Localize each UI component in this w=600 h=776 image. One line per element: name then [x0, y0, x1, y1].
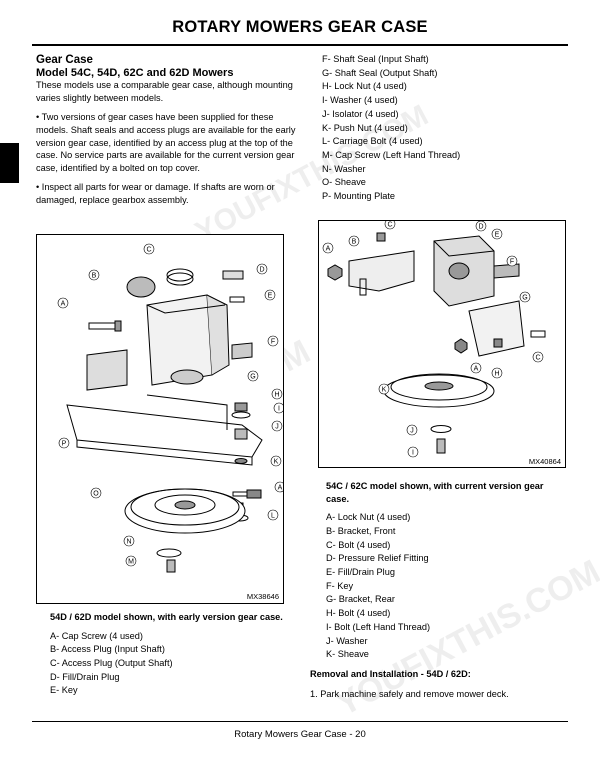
figure-id: MX40864 — [528, 457, 561, 466]
parts-list-item: B- Bracket, Front — [326, 525, 396, 536]
parts-list-item: G- Shaft Seal (Output Shaft) — [322, 67, 438, 78]
callout-g: G — [522, 295, 527, 302]
page-footer: Rotary Mowers Gear Case - 20 — [234, 729, 366, 740]
parts-list-item: A- Lock Nut (4 used) — [326, 512, 411, 523]
parts-list-item: E- Fill/Drain Plug — [326, 567, 395, 577]
bullet-item: • Two versions of gear cases have been s… — [36, 112, 296, 173]
parts-list-item: C- Access Plug (Output Shaft) — [50, 658, 173, 668]
callout-j: J — [410, 428, 414, 435]
right-parts-top: F- Shaft Seal (Input Shaft) G- Shaft Sea… — [322, 53, 572, 204]
callout-m: M — [128, 559, 134, 566]
callout-f: F — [271, 339, 275, 346]
intro-paragraph: These models use a comparable gear case,… — [36, 80, 293, 103]
footer-divider — [32, 721, 568, 722]
parts-list-item: K- Sheave — [326, 649, 369, 660]
parts-list-item: C- Bolt (4 used) — [326, 539, 391, 550]
parts-list-item: H- Bolt (4 used) — [326, 608, 391, 619]
parts-list-item: F- Key — [326, 580, 354, 591]
parts-list-item: I- Bolt (Left Hand Thread) — [326, 621, 431, 632]
removal-block: Removal and Installation - 54D / 62D: 1.… — [310, 668, 570, 700]
exploded-diagram-current: A B C D E F G A H C K J I — [322, 221, 546, 458]
parts-list-item: L- Carriage Bolt (4 used) — [322, 136, 423, 147]
right-caption-block: 54C / 62C model shown, with current vers… — [326, 480, 566, 662]
parts-list-item: K- Push Nut (4 used) — [322, 122, 408, 133]
parts-list-item: J- Isolator (4 used) — [322, 108, 399, 119]
callout-l: L — [271, 513, 275, 520]
callout-a: A — [326, 246, 331, 253]
callout-labels: A B C D E F G A H C K J I — [326, 222, 541, 457]
page-title: ROTARY MOWERS GEAR CASE — [172, 18, 428, 36]
callout-f: F — [510, 259, 514, 266]
figure-caption: 54D / 62D model shown, with early versio… — [50, 612, 283, 622]
parts-list-item: N- Washer — [322, 163, 366, 174]
section-title: Gear Case — [36, 54, 93, 66]
figure-id: MX38646 — [246, 592, 279, 601]
left-caption-block: 54D / 62D model shown, with early versio… — [50, 611, 290, 698]
callout-a: A — [61, 301, 66, 308]
callout-i: I — [278, 406, 280, 413]
callout-a2: A — [278, 485, 283, 492]
callout-k: K — [274, 459, 279, 466]
parts-list-item: E- Key — [50, 685, 78, 696]
callout-p: P — [62, 441, 67, 448]
header-divider — [32, 44, 568, 46]
callout-d: D — [259, 267, 264, 274]
bullet-item: • Inspect all parts for wear or damage. … — [36, 182, 275, 205]
callout-e: E — [268, 293, 273, 300]
callout-c: C — [387, 222, 392, 229]
callout-g: G — [250, 374, 255, 381]
exploded-diagram-early: A B C D E F G H I J K A L O N M P — [57, 243, 283, 573]
callout-c2: C — [535, 355, 540, 362]
section-tab-marker — [0, 143, 19, 183]
callout-j: J — [275, 424, 279, 431]
figure-caption: 54C / 62C model shown, with current vers… — [326, 481, 544, 504]
callout-o: O — [93, 491, 99, 498]
callout-i: I — [412, 450, 414, 457]
parts-list-item: B- Access Plug (Input Shaft) — [50, 644, 165, 655]
parts-list-item: D- Pressure Relief Fitting — [326, 553, 429, 564]
step-item: 1. Park machine safely and remove mower … — [310, 688, 509, 699]
parts-list-item: O- Sheave — [322, 177, 366, 188]
parts-list-item: J- Washer — [326, 635, 368, 646]
parts-list-item: H- Lock Nut (4 used) — [322, 81, 407, 92]
callout-b: B — [352, 239, 357, 246]
callout-h: H — [274, 392, 279, 399]
callout-c: C — [146, 247, 151, 254]
model-title: Model 54C, 54D, 62C and 62D Mowers — [36, 66, 234, 79]
callout-k: K — [382, 387, 387, 394]
figure-early-gear-case: A B C D E F G H I J K A L O N M P MX3864… — [36, 234, 284, 604]
callout-e: E — [495, 232, 500, 239]
parts-list-item: P- Mounting Plate — [322, 191, 396, 202]
parts-list-item: F- Shaft Seal (Input Shaft) — [322, 54, 429, 64]
removal-title: Removal and Installation - 54D / 62D: — [310, 669, 471, 679]
callout-d: D — [478, 224, 483, 231]
parts-list-item: D- Fill/Drain Plug — [50, 671, 120, 682]
figure-current-gear-case: A B C D E F G A H C K J I MX40864 — [318, 220, 566, 468]
parts-list-item: A- Cap Screw (4 used) — [50, 630, 143, 641]
parts-list-item: I- Washer (4 used) — [322, 95, 398, 106]
left-column-text: Gear Case Model 54C, 54D, 62C and 62D Mo… — [36, 54, 298, 214]
callout-h: H — [494, 371, 499, 378]
callout-a2: A — [474, 366, 479, 373]
callout-labels: A B C D E F G H I J K A L O N M P — [61, 247, 283, 566]
parts-list-item: G- Bracket, Rear — [326, 594, 395, 605]
parts-list-item: M- Cap Screw (Left Hand Thread) — [322, 149, 461, 160]
callout-n: N — [126, 539, 131, 546]
callout-b: B — [92, 273, 97, 280]
